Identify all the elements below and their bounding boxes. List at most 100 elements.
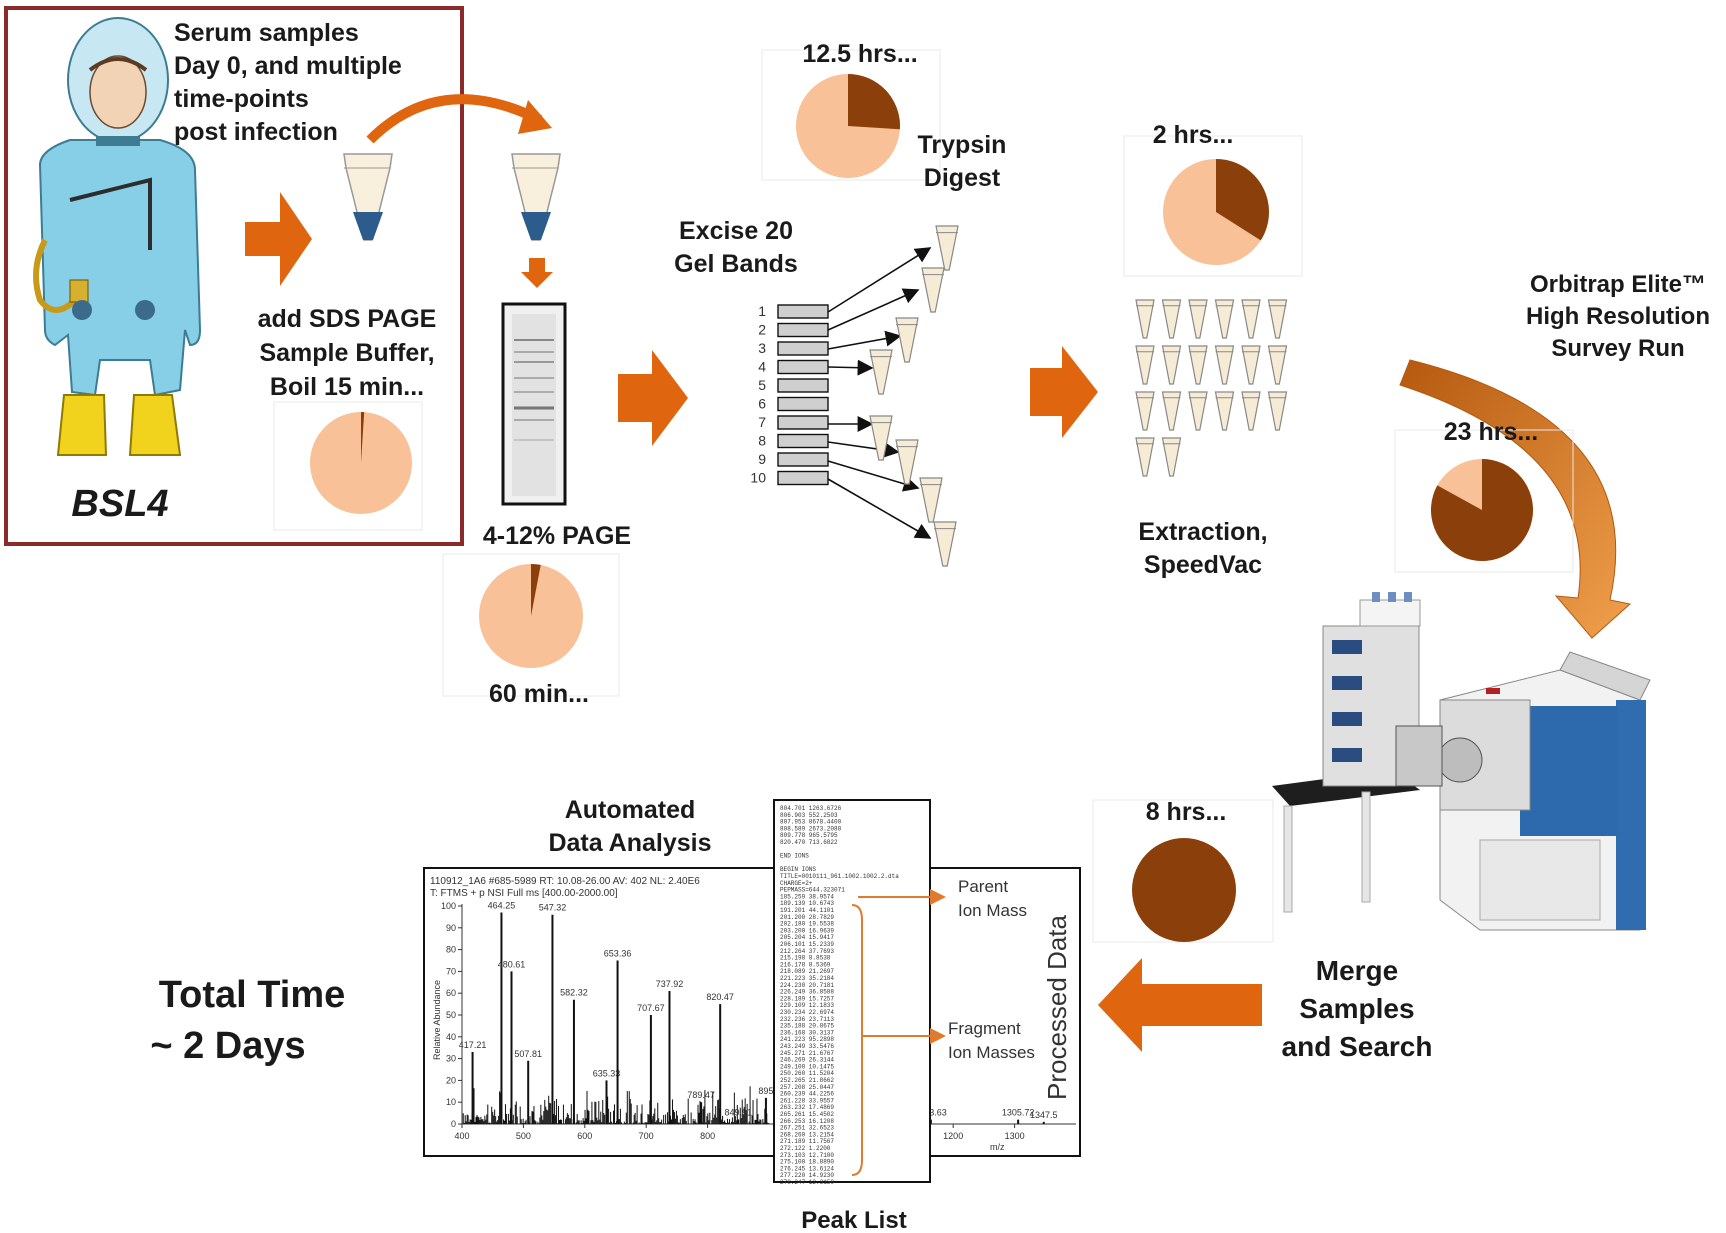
merge-line-3: and Search [1282, 1031, 1433, 1062]
peak-list-line: 246.269 26.3144 [780, 1057, 834, 1064]
search-time-label: 8 hrs... [1146, 798, 1227, 826]
peak-list-line: 261.228 33.9557 [780, 1097, 834, 1104]
band-number: 2 [758, 322, 766, 338]
extraction-line-1: Extraction, [1138, 518, 1267, 546]
extraction-tube-icon [1214, 299, 1235, 339]
peak-list-line: 185.259 38.9574 [780, 893, 834, 900]
spectrum-header-2: T: FTMS + p NSI Full ms [400.00-2000.00] [430, 888, 618, 899]
orbitrap-line-2: High Resolution [1526, 303, 1710, 330]
excised-tube-icon [869, 415, 893, 461]
y-tick-label: 80 [446, 945, 456, 955]
extraction-tube-icon [1161, 345, 1182, 385]
orange-arrow-1 [245, 192, 312, 286]
peak-label: 1347.5 [1030, 1110, 1058, 1120]
peak-list-line: 249.100 10.1475 [780, 1063, 834, 1070]
peak-label: 849.91 [724, 1108, 752, 1118]
peak-list-line: 260.239 44.2256 [780, 1091, 834, 1098]
orange-arrow-4 [1098, 958, 1262, 1052]
sds-line-2: Sample Buffer, [259, 339, 434, 367]
peak-list-line: 202.180 19.5538 [780, 921, 834, 928]
peak-list-line: 236.168 30.3137 [780, 1029, 834, 1036]
page-label: 4-12% PAGE [483, 522, 631, 550]
y-tick-label: 100 [441, 901, 456, 911]
peak-list-line: 272.122 1.2200 [780, 1145, 831, 1152]
bsl4-frame [4, 6, 464, 546]
sds-line-3: Boil 15 min... [270, 373, 424, 401]
band-number: 9 [758, 451, 766, 467]
pie-slice-dark [531, 564, 541, 616]
extraction-line-2: SpeedVac [1144, 551, 1262, 579]
spectrum-header-1: 110912_1A6 #685-5989 RT: 10.08-26.00 AV:… [430, 876, 700, 887]
peak-list-line: 278.247 12.3150 [780, 1179, 834, 1186]
peak-list-line: 235.188 20.8675 [780, 1023, 834, 1030]
spectrum-x-axis-label: m/z [990, 1142, 1005, 1152]
mass-spectrum-panel: 110912_1A6 #685-5989 RT: 10.08-26.00 AV:… [423, 867, 1081, 1157]
peak-list-line: 215.198 8.8538 [780, 955, 831, 962]
speedvac-time-label: 2 hrs... [1153, 121, 1234, 149]
gel-band [777, 304, 829, 319]
peak-label: 582.32 [560, 988, 588, 998]
peak-list-line: 203.200 16.9639 [780, 927, 834, 934]
extraction-tube-icon [1135, 345, 1155, 385]
merge-line-1: Merge [1316, 955, 1398, 986]
peak-list-line: 820.470 713.6822 [780, 839, 838, 846]
merge-line-2: Samples [1299, 993, 1414, 1024]
peak-list-line: 212.264 37.7693 [780, 948, 834, 955]
fragment-line-1: Fragment [948, 1019, 1021, 1038]
peak-list-line: 205.204 15.9417 [780, 934, 834, 941]
extraction-tube-icon [1135, 299, 1155, 339]
band-number: 3 [758, 340, 766, 356]
peak-list-line: 201.200 28.7829 [780, 914, 834, 921]
gel-band [777, 359, 829, 375]
peak-label: 789.47 [687, 1090, 715, 1100]
peak-list-line: 252.265 21.8662 [780, 1077, 834, 1084]
processed-data-label: Processed Data [1042, 914, 1072, 1100]
extraction-tube-icon [1267, 299, 1288, 339]
x-tick-label: 1200 [943, 1131, 963, 1141]
peak-list-line: 245.271 21.6767 [780, 1050, 834, 1057]
trypsin-time-label: 12.5 hrs... [802, 40, 917, 68]
y-tick-label: 0 [451, 1119, 456, 1129]
extraction-tube-icon [1161, 391, 1182, 431]
y-tick-label: 50 [446, 1010, 456, 1020]
peak-list-line: 276.245 13.6124 [780, 1165, 834, 1172]
page-time-label: 60 min... [489, 680, 589, 708]
sds-line-1: add SDS PAGE [258, 305, 437, 333]
peak-list-line: 191.201 44.1101 [780, 907, 834, 914]
y-tick-label: 10 [446, 1097, 456, 1107]
serum-text: Serum samples Day 0, and multiple time-p… [174, 19, 402, 146]
extraction-tube-icon [1188, 345, 1208, 385]
sds-text: add SDS PAGE Sample Buffer, Boil 15 min.… [258, 305, 437, 401]
peak-list-line: 266.253 16.1208 [780, 1118, 834, 1125]
x-tick-label: 600 [577, 1131, 592, 1141]
trypsin-time-pie [796, 74, 900, 178]
serum-line-3: time-points [174, 85, 309, 113]
page-time-pie [479, 564, 583, 668]
extraction-tube-icon [1267, 345, 1288, 385]
orange-arrow-2 [618, 350, 688, 446]
peak-list-line: 267.251 32.6523 [780, 1125, 834, 1132]
peak-list-line: 809.778 965.5795 [780, 832, 838, 839]
extraction-tube-icon [1188, 391, 1208, 431]
peak-list-line: 806.903 552.2503 [780, 812, 838, 819]
y-tick-label: 40 [446, 1032, 456, 1042]
trypsin-line-2: Digest [924, 164, 1001, 192]
peak-list-line: 265.261 15.4502 [780, 1111, 834, 1118]
excised-tube-icon [935, 225, 959, 271]
extraction-tube-icon [1188, 299, 1208, 339]
peak-list-label: Peak List [801, 1207, 906, 1233]
peak-list-line: 271.189 11.7567 [780, 1138, 834, 1145]
peak-list-line: PEPMASS=644.323071 [780, 887, 845, 894]
orange-arrow-3 [1030, 346, 1098, 438]
peak-list-line: 263.232 17.4869 [780, 1104, 834, 1111]
peak-list-line: 277.220 14.9230 [780, 1172, 834, 1179]
peak-list-line: 189.139 10.6743 [780, 900, 834, 907]
sample-tube-1-icon [343, 153, 393, 241]
y-tick-label: 30 [446, 1054, 456, 1064]
peak-list-line: 224.230 20.7181 [780, 982, 834, 989]
excised-tube-icon [919, 477, 943, 523]
